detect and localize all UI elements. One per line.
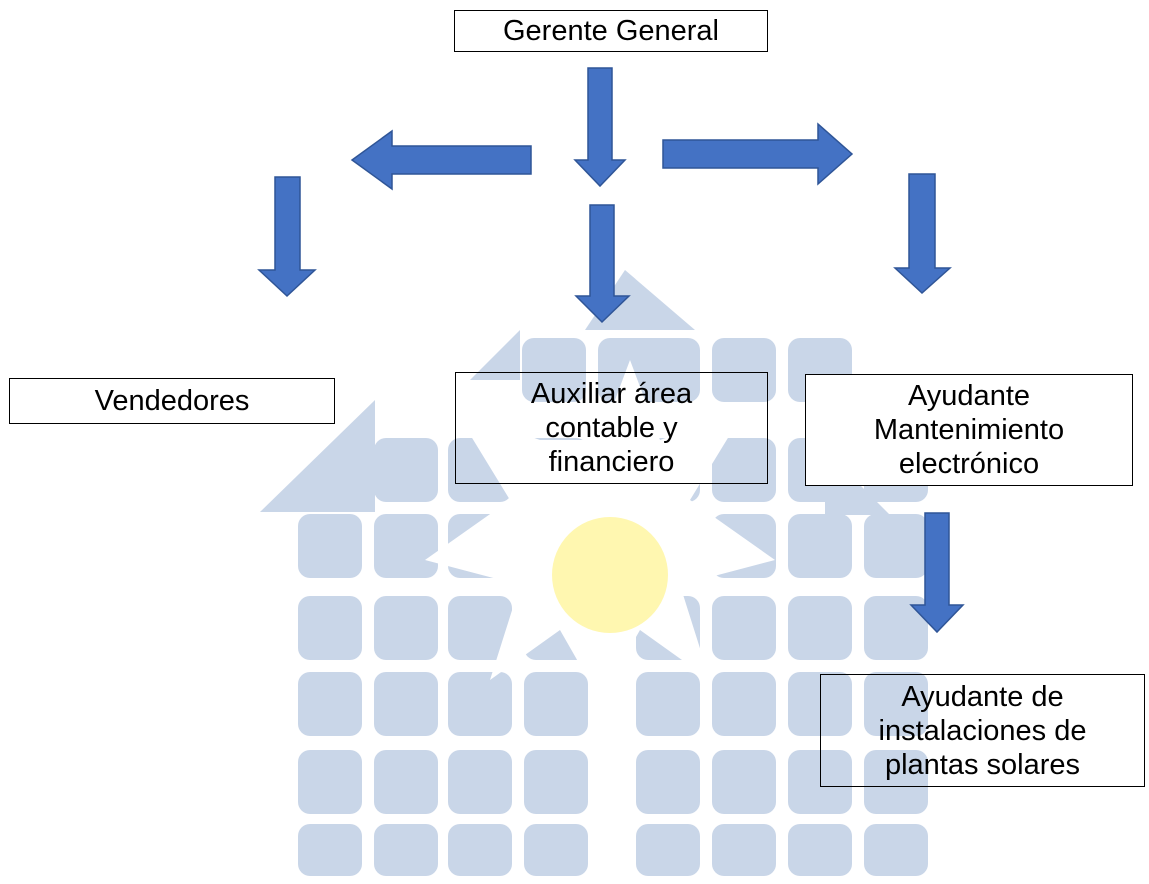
arrow-down-gerente bbox=[573, 67, 627, 188]
node-label: Ayudante de instalaciones de plantas sol… bbox=[878, 680, 1087, 781]
watermark-logo bbox=[260, 270, 935, 876]
node-auxiliar-area-contable: Auxiliar área contable y financiero bbox=[455, 372, 768, 484]
node-label: Vendedores bbox=[94, 385, 250, 417]
node-label: Gerente General bbox=[502, 15, 719, 47]
arrows bbox=[257, 67, 965, 634]
arrow-down-vendedores bbox=[257, 176, 317, 298]
node-label: Auxiliar área contable y financiero bbox=[530, 378, 693, 478]
node-ayudante-instalaciones: Ayudante de instalaciones de plantas sol… bbox=[820, 674, 1145, 787]
arrow-down-ayudante-inst bbox=[909, 512, 965, 634]
arrow-down-auxiliar bbox=[574, 204, 631, 324]
node-label: Ayudante Mantenimiento electrónico bbox=[873, 380, 1065, 480]
arrow-left bbox=[350, 129, 532, 191]
arrow-down-ayudante-mant bbox=[893, 173, 952, 295]
node-vendedores: Vendedores bbox=[9, 378, 335, 424]
arrow-right bbox=[662, 122, 854, 186]
node-gerente-general: Gerente General bbox=[454, 10, 768, 52]
node-ayudante-mantenimiento: Ayudante Mantenimiento electrónico bbox=[805, 374, 1133, 486]
